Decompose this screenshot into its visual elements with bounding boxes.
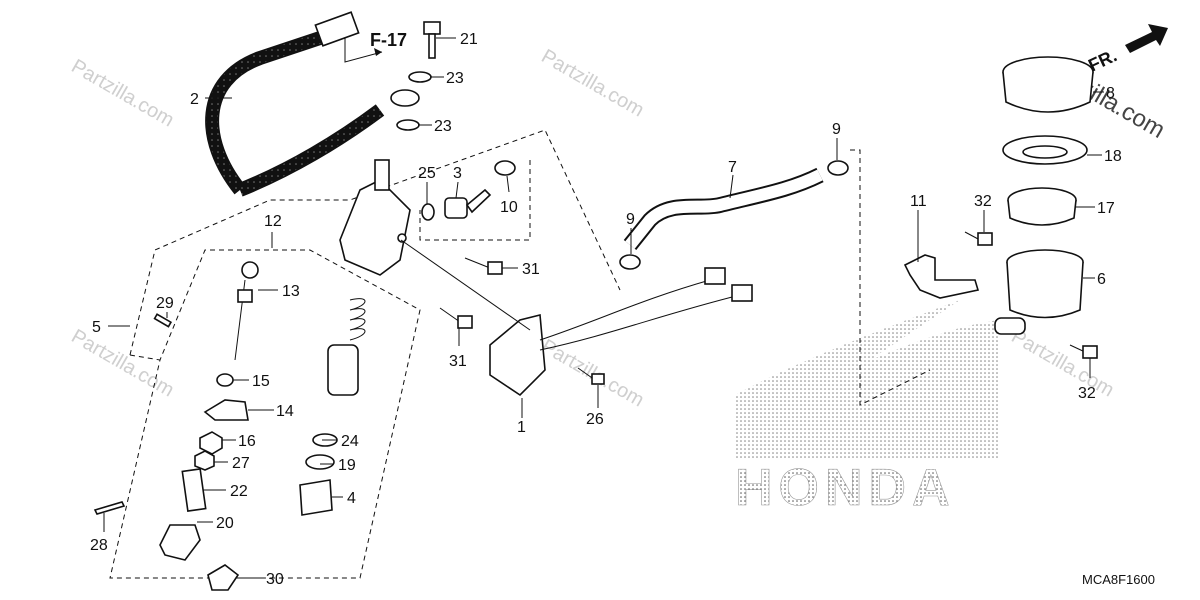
callout-5: 5	[92, 319, 101, 336]
reservoir-6	[994, 249, 1084, 335]
callout-29: 29	[156, 295, 174, 312]
callout-6: 6	[1097, 271, 1106, 288]
diagram-code: MCA8F1600	[1082, 572, 1155, 587]
clevis-20	[159, 524, 201, 561]
callout-17: 17	[1097, 200, 1115, 217]
spring-part	[349, 298, 366, 341]
boot-4	[299, 479, 333, 516]
watermark-text: Partzilla.com	[68, 55, 178, 131]
callout-1: 1	[517, 419, 526, 436]
callout-24: 24	[341, 433, 359, 450]
switch-bracket-part	[489, 267, 753, 397]
callout-12: 12	[264, 213, 282, 230]
piston-part	[327, 344, 359, 396]
watermark-text: Partzilla.com	[1008, 325, 1118, 401]
callout-27: 27	[232, 455, 250, 472]
clip-9-lower	[619, 254, 641, 270]
pushrod-13	[234, 261, 259, 361]
callout-23-lower: 23	[434, 118, 452, 135]
joint-22	[181, 468, 207, 512]
brake-hose-part	[205, 11, 420, 197]
reservoir-cap-8	[1002, 56, 1094, 113]
bolt-31-lower	[439, 307, 473, 329]
bolt-32-upper	[964, 231, 993, 246]
callout-labels: 2 21 23 23 12 13 29 5 15 14 16 27 22 20 …	[90, 31, 1122, 588]
honda-wing-logo: HONDA	[735, 300, 1000, 517]
plate-14	[203, 399, 249, 421]
cotter-pin-28	[93, 501, 126, 515]
hose-joint-3	[444, 188, 492, 219]
page-reference: F-17	[344, 30, 407, 63]
callout-15: 15	[252, 373, 270, 390]
pin-29	[153, 313, 173, 328]
callout-11: 11	[910, 193, 927, 210]
callout-3: 3	[453, 165, 462, 182]
watermark-text: Partzilla.com	[68, 325, 178, 401]
callout-26: 26	[586, 411, 604, 428]
master-cylinder-body	[339, 159, 411, 276]
callout-31-lower: 31	[449, 353, 467, 370]
front-direction-arrow: FR.	[1085, 24, 1168, 76]
stay-11	[903, 254, 980, 299]
clip-30	[207, 564, 240, 591]
callout-9-lower: 9	[626, 211, 635, 228]
callout-32-lower: 32	[1078, 385, 1096, 402]
watermark-group: Partzilla.com Partzilla.com Partzilla.co…	[68, 45, 1170, 411]
callout-23-upper: 23	[446, 70, 464, 87]
callout-25: 25	[418, 165, 436, 182]
diaphragm-18	[1002, 135, 1088, 165]
o-ring-25	[421, 203, 435, 221]
plate-17	[1007, 187, 1077, 226]
callout-10: 10	[500, 199, 518, 216]
callout-7: 7	[728, 159, 737, 176]
bolt-32-lower	[1069, 344, 1098, 359]
assembly-outlines	[109, 129, 931, 579]
clip-9-upper	[827, 160, 849, 176]
callout-32-upper: 32	[974, 193, 992, 210]
callout-14: 14	[276, 403, 294, 420]
callout-28: 28	[90, 537, 108, 554]
circlip-19	[305, 454, 335, 470]
bolt-31-upper	[464, 257, 503, 275]
leader-lines	[103, 37, 1104, 579]
page-reference-text: F-17	[370, 30, 407, 50]
washer-23-upper	[408, 71, 432, 83]
callout-8: 8	[1106, 85, 1115, 102]
callout-30: 30	[266, 571, 284, 588]
clip-10	[494, 160, 516, 176]
callout-18: 18	[1104, 148, 1122, 165]
washer-23-lower	[396, 119, 420, 131]
callout-2: 2	[190, 91, 199, 108]
callout-20: 20	[216, 515, 234, 532]
callout-22: 22	[230, 483, 248, 500]
nut-16	[199, 431, 223, 455]
bolt-21	[423, 21, 441, 59]
callout-19: 19	[338, 457, 356, 474]
callout-21: 21	[460, 31, 478, 48]
nut-27	[194, 450, 215, 471]
honda-brand-text: HONDA	[735, 459, 956, 517]
callout-4: 4	[347, 490, 356, 507]
callout-16: 16	[238, 433, 256, 450]
screw-26	[577, 367, 605, 385]
reservoir-hose-7	[623, 167, 824, 250]
callout-9-upper: 9	[832, 121, 841, 138]
nut-15	[216, 373, 234, 387]
callout-31-upper: 31	[522, 261, 540, 278]
callout-13: 13	[282, 283, 300, 300]
watermark-text: Partzilla.com	[538, 45, 648, 121]
